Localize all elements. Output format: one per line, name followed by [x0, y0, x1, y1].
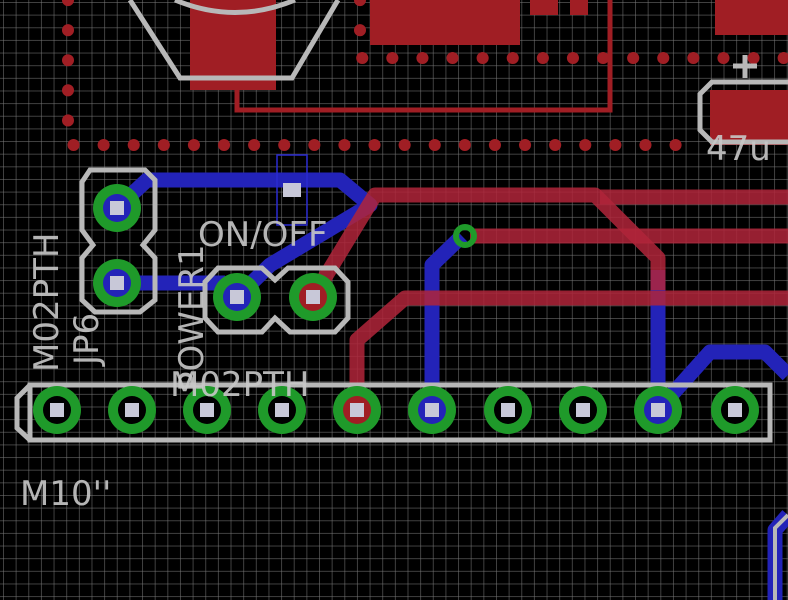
jack-arc	[174, 0, 296, 15]
bottom-trace-edge	[652, 344, 788, 416]
pad-center	[306, 290, 320, 304]
bottom-trace-via	[424, 230, 468, 410]
jp6-outline	[79, 167, 158, 315]
pad-center	[651, 403, 665, 417]
through-hole-pads	[33, 184, 759, 434]
cap-outline	[697, 79, 788, 145]
pad-center	[728, 403, 742, 417]
top-copper	[190, 0, 788, 145]
polarity-mark	[733, 55, 757, 78]
pad-center	[110, 276, 124, 290]
switch-smd-pad	[283, 183, 301, 197]
top-traces	[306, 187, 788, 410]
smd-pad-large	[190, 0, 276, 90]
pad-center	[275, 403, 289, 417]
header-value-label: M10''	[20, 474, 111, 514]
jp6-name-label: JP6	[67, 313, 107, 367]
via[interactable]	[453, 224, 477, 248]
pad-center	[501, 403, 515, 417]
jp6-value-label: M02PTH	[27, 233, 67, 372]
top-trace-switch	[306, 187, 666, 301]
pad-center	[50, 403, 64, 417]
pad-center	[200, 403, 214, 417]
cap-value-label: 47u	[706, 129, 771, 169]
jack-outline	[127, 0, 341, 81]
top-trace-lower	[349, 290, 788, 410]
pad-center	[110, 201, 124, 215]
power-outline	[202, 265, 351, 335]
silkscreen	[14, 0, 788, 600]
power-name-label: POWER1	[172, 244, 212, 392]
pad-center	[125, 403, 139, 417]
copper-pour-outline	[62, 0, 788, 151]
power-value-label: M02PTH	[170, 365, 309, 405]
pad-center	[425, 403, 439, 417]
header-outline	[14, 382, 773, 443]
switch-label: ON/OFF	[198, 215, 328, 255]
pad-center	[576, 403, 590, 417]
top-trace-thin	[234, 0, 613, 113]
pad-center	[230, 290, 244, 304]
pad-center	[350, 403, 364, 417]
switch-footprint	[276, 154, 308, 226]
capacitor-pad	[710, 90, 788, 145]
smd-pad-block	[370, 0, 520, 45]
